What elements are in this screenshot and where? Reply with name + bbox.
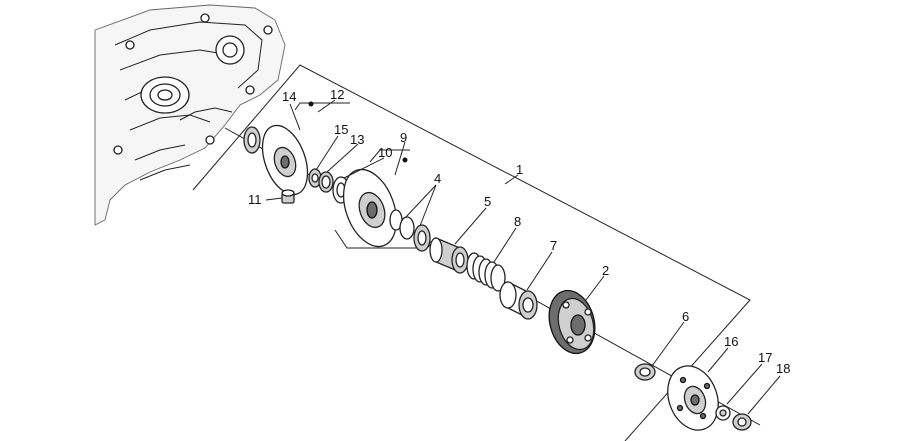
callout-1: 1	[516, 162, 523, 177]
callout-6: 6	[682, 309, 689, 324]
reference-dot	[402, 157, 408, 163]
part-18-nut	[732, 413, 752, 431]
subassembly-12-bracket	[294, 102, 350, 111]
callout-15: 15	[334, 122, 348, 137]
callout-17: 17	[758, 350, 772, 365]
callout-18: 18	[776, 361, 790, 376]
callout-12: 12	[330, 87, 344, 102]
assembly-outline	[192, 64, 751, 441]
callout-13: 13	[350, 132, 364, 147]
callout-4: 4	[434, 171, 441, 186]
part-2-clutch	[548, 289, 596, 355]
part-9-movable-pulley	[342, 168, 398, 248]
callout-10: 10	[378, 145, 392, 160]
callout-7: 7	[550, 238, 557, 253]
part-14-seal	[243, 126, 261, 154]
callout-5: 5	[484, 194, 491, 209]
reference-dot	[308, 101, 314, 107]
leader-lines	[265, 99, 781, 415]
callout-11: 11	[248, 192, 262, 207]
part-13-washer	[318, 171, 334, 193]
part-11-nut	[281, 189, 295, 204]
callout-9: 9	[400, 130, 407, 145]
callout-8: 8	[514, 214, 521, 229]
part-17-washer	[715, 405, 731, 421]
part-8-spring	[466, 252, 506, 292]
subassembly-9-bracket	[369, 149, 410, 163]
part-4-o-rings	[389, 209, 431, 252]
part-12-pulley-half	[261, 124, 309, 196]
part-16-clutch-bell	[667, 365, 719, 431]
part-6-nut	[634, 363, 656, 381]
part-7-sleeve	[499, 280, 538, 320]
callout-16: 16	[724, 334, 738, 349]
callout-14: 14	[282, 89, 296, 104]
crankcase-housing	[94, 4, 286, 226]
part-5-cam-bushing	[429, 237, 469, 274]
callout-2: 2	[602, 263, 609, 278]
